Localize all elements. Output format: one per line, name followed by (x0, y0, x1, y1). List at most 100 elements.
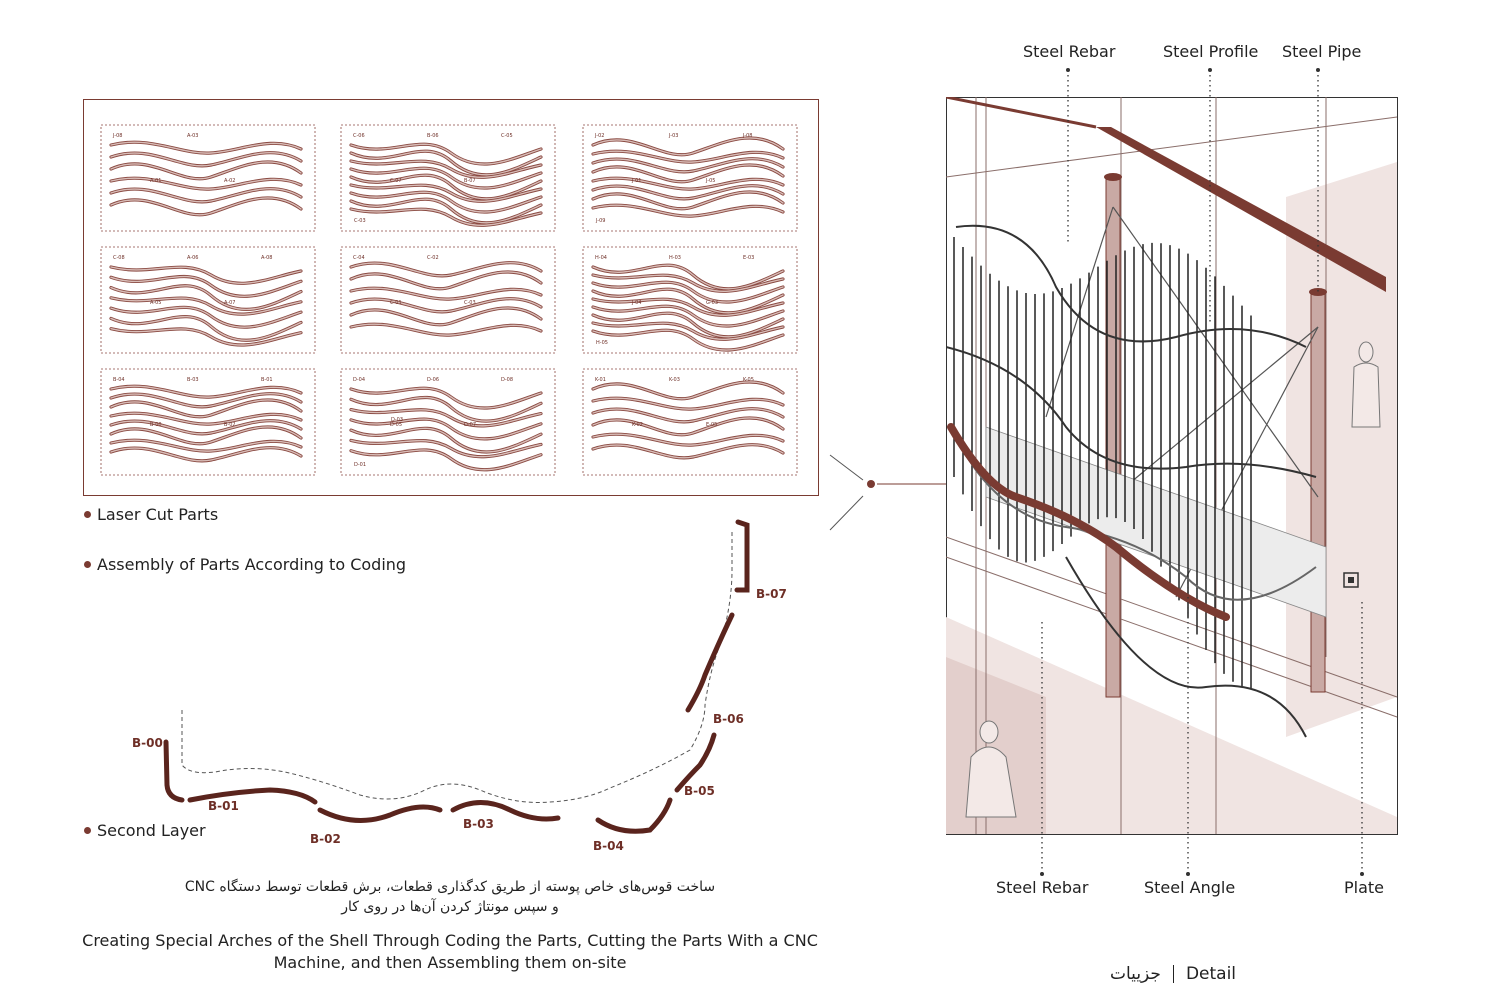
part-code: K-01 (595, 377, 606, 383)
label-steel-rebar-top: Steel Rebar (1023, 42, 1116, 61)
part-code: C-04 (353, 255, 365, 261)
cut-strip-inner (592, 204, 784, 217)
detail-illustration (946, 97, 1398, 835)
sheet-cell: C-04C-01 C-02C-03 (340, 246, 556, 354)
part-code: C-01 (390, 300, 402, 306)
cut-strip-inner (110, 161, 302, 180)
cut-strip-inner (350, 143, 542, 165)
caption-persian-line2: و سپس مونتاژ کردن آن‌ها در روی کار (341, 899, 559, 915)
cut-strip-inner (592, 312, 784, 338)
code-b01: B-01 (208, 799, 239, 813)
cut-strip-inner (592, 397, 784, 410)
segment-b02 (317, 804, 443, 823)
code-b03: B-03 (463, 817, 494, 831)
code-b06: B-06 (713, 712, 744, 726)
cut-strip-inner (592, 298, 784, 316)
part-code: J-09 (595, 218, 605, 224)
part-code: J-08 (742, 133, 752, 139)
sheet-cell: J-02J-01J-03J-05J-08J-09 (582, 124, 798, 232)
cut-strip-inner (350, 262, 542, 277)
bullet-text: Second Layer (97, 821, 206, 840)
part-code: K-05 (743, 377, 754, 383)
cut-strip-inner (110, 420, 302, 435)
cut-strip-inner (350, 307, 542, 326)
label-steel-pipe: Steel Pipe (1282, 42, 1362, 61)
cut-strip-inner (110, 275, 302, 298)
cut-strip-inner (350, 208, 542, 226)
cut-strip-inner (350, 439, 542, 458)
segment-b01 (187, 787, 318, 805)
bullet-laser-cut: Laser Cut Parts (84, 505, 218, 524)
part-code: B-07 (464, 178, 476, 184)
bullet-dot (84, 827, 91, 834)
part-code: A-01 (150, 178, 161, 184)
connector-dot (867, 480, 875, 488)
part-code: C-07 (390, 178, 402, 184)
cut-strip-inner (110, 177, 302, 190)
segment-b03 (450, 800, 561, 822)
part-code: B-04 (113, 377, 125, 383)
cut-strip-inner (350, 167, 542, 189)
part-code: B-02 (224, 422, 236, 428)
part-code: J-08 (112, 133, 122, 139)
cut-strip-inner (350, 427, 542, 453)
part-code: E-03 (743, 255, 754, 261)
part-code: A-08 (261, 255, 272, 261)
cut-strip-inner (592, 417, 784, 436)
part-code: C-03 (354, 218, 366, 224)
cut-strip-inner (350, 271, 542, 290)
part-code: D-01 (354, 462, 366, 468)
cut-strip-inner (350, 387, 542, 409)
cut-strip-inner (110, 297, 302, 315)
sheet-cell: C-06C-07B-06B-07C-05C-03 (340, 124, 556, 232)
part-code: J-05 (705, 178, 715, 184)
cut-strip-inner (350, 408, 542, 427)
cut-strip-inner (592, 137, 784, 156)
cut-strip-inner (350, 191, 542, 213)
part-code: D-07 (464, 422, 476, 428)
footer-persian: جزییات (1110, 964, 1161, 984)
cut-strip-inner (592, 281, 784, 303)
segment-b00 (163, 739, 185, 803)
part-code: K-03 (669, 377, 680, 383)
cut-strip-inner (592, 444, 784, 459)
part-code: D-08 (501, 377, 513, 383)
part-code: J-02 (594, 133, 604, 139)
code-b04: B-04 (593, 839, 624, 853)
cut-strip-inner (350, 160, 542, 178)
cut-strip-inner (350, 150, 542, 176)
bullet-second-layer: Second Layer (84, 821, 206, 840)
code-b02: B-02 (310, 832, 341, 846)
bullet-assembly: Assembly of Parts According to Coding (84, 555, 406, 574)
cut-strip-inner (350, 198, 542, 224)
part-code: C-02 (427, 255, 439, 261)
code-b00: B-00 (132, 736, 163, 750)
segment-b06 (685, 612, 735, 713)
part-code: C-05 (501, 133, 513, 139)
part-code: A-03 (187, 133, 198, 139)
part-code: A-06 (187, 255, 198, 261)
cut-strip-inner (592, 185, 784, 200)
cut-strip-inner (110, 266, 302, 284)
cut-strip-inner (350, 449, 542, 471)
cut-strip-inner (592, 177, 784, 190)
code-b05: B-05 (684, 784, 715, 798)
cut-strip-inner (592, 158, 784, 173)
bullet-text: Assembly of Parts According to Coding (97, 555, 407, 574)
cut-strip-inner (110, 152, 302, 167)
part-code: J-04 (631, 300, 641, 306)
part-code: A-02 (224, 178, 235, 184)
caption-persian: ساخت قوس‌های خاص پوسته از طریق کدگذاری ق… (120, 877, 780, 917)
cut-strip-inner (592, 264, 784, 290)
cut-strip-inner (350, 323, 542, 336)
cut-strip-inner (110, 141, 302, 154)
cut-strip-inner (110, 385, 302, 398)
part-code: D-06 (427, 377, 439, 383)
leader-lines (1040, 68, 1364, 876)
part-code: C-03 (464, 300, 476, 306)
bullet-dot (84, 561, 91, 568)
cut-strip-inner (592, 408, 784, 423)
footer-title: جزییات Detail (1110, 964, 1236, 984)
cut-strip-inner (592, 305, 784, 327)
part-code: A-07 (224, 300, 235, 306)
